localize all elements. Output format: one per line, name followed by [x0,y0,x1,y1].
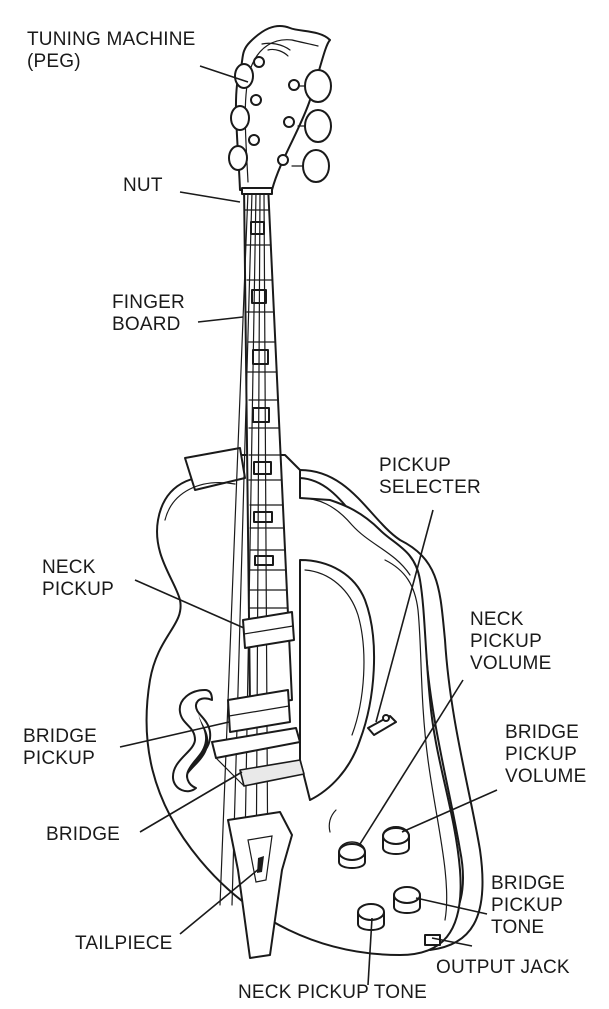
label-pickup-selecter-line-2: SELECTER [379,477,481,498]
leader-lines [119,65,498,986]
leader-bridge-pickup-tone [415,897,488,915]
guitar-body [145,447,484,956]
bridge-part [211,727,305,787]
label-finger-board-line-2: BOARD [112,314,181,335]
leader-bridge-pickup [119,721,230,748]
leader-pickup-selecter [375,509,434,723]
label-bridge-pickup-tone: BRIDGE PICKUP TONE [491,873,565,939]
leader-bridge-pickup-volume [401,789,498,833]
pickup-selector-switch [367,714,397,736]
tuning-peg-left [228,63,254,171]
output-jack [424,934,441,946]
label-finger-board: FINGER BOARD [112,292,185,336]
label-tuning-machine: TUNING MACHINE (PEG) [27,29,196,73]
label-bridge-pickup: BRIDGE PICKUP [23,726,97,770]
label-neck-pickup-line-1: NECK [42,557,96,578]
label-bridge-line-1: BRIDGE [46,824,121,845]
bridge-pickup-part [227,689,291,733]
leader-tuning-machine [199,65,249,83]
label-bridge-pickup-line-1: BRIDGE [23,726,98,747]
label-output-jack: OUTPUT JACK [436,957,570,979]
label-tuning-machine-line-2: (PEG) [27,51,81,72]
label-bridge: BRIDGE [46,824,120,846]
leader-nut [179,191,241,203]
label-neck-pickup-volume-line-2: PICKUP [470,631,542,652]
leader-tailpiece [179,867,261,935]
label-neck-pickup-volume-line-1: NECK [470,609,524,630]
label-bridge-pickup-line-2: PICKUP [23,748,95,769]
label-neck-pickup: NECK PICKUP [42,557,114,601]
label-neck-pickup-tone-line-1: NECK PICKUP TONE [238,982,428,1003]
leader-bridge [139,771,243,833]
label-finger-board-line-1: FINGER [112,292,185,313]
leader-neck-pickup-tone [367,917,373,986]
label-bridge-pickup-tone-line-2: PICKUP [491,895,563,916]
guitar-neck [219,184,293,906]
label-bridge-pickup-volume-line-3: VOLUME [505,766,587,787]
label-pickup-selecter-line-1: PICKUP [379,455,451,476]
guitar-headstock [228,24,332,195]
label-nut-line-1: NUT [123,175,163,196]
tuning-peg-right [291,69,332,183]
label-tailpiece-line-1: TAILPIECE [75,933,173,954]
label-bridge-pickup-volume-line-2: PICKUP [505,744,577,765]
label-neck-pickup-line-2: PICKUP [42,579,114,600]
label-bridge-pickup-tone-line-3: TONE [491,917,545,938]
label-tailpiece: TAILPIECE [75,933,173,955]
label-neck-pickup-volume-line-3: VOLUME [470,653,552,674]
leader-neck-pickup-volume [359,679,464,845]
neck-pickup-part [242,611,295,649]
label-bridge-pickup-volume: BRIDGE PICKUP VOLUME [505,722,586,788]
bridge-pickup-tone-knob [393,886,421,914]
label-tuning-machine-line-1: TUNING MACHINE [27,29,196,50]
neck-pickup-volume-knob [338,841,366,869]
label-neck-pickup-volume: NECK PICKUP VOLUME [470,609,551,675]
leader-finger-board [197,316,244,323]
nut-part [241,187,273,195]
label-nut: NUT [123,175,163,197]
label-pickup-selecter: PICKUP SELECTER [379,455,481,499]
label-output-jack-line-1: OUTPUT JACK [436,957,570,978]
label-bridge-pickup-volume-line-1: BRIDGE [505,722,580,743]
label-bridge-pickup-tone-line-1: BRIDGE [491,873,566,894]
bridge-pickup-volume-knob [382,826,410,855]
label-neck-pickup-tone: NECK PICKUP TONE [238,982,427,1004]
leader-output-jack [431,937,473,947]
leader-neck-pickup [134,579,245,629]
